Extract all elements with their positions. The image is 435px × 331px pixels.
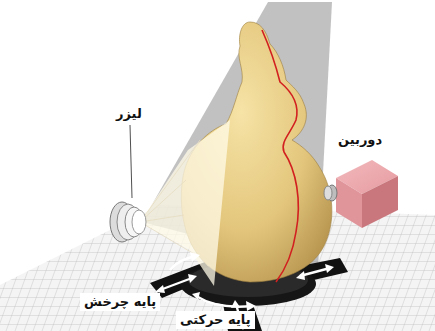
laser-device: [110, 202, 146, 242]
leader-line: [130, 125, 132, 198]
part-label: پایه چرخش: [80, 293, 160, 311]
camera: [324, 160, 398, 228]
fan-lines: [140, 140, 200, 255]
arrow-heads: [155, 252, 334, 330]
laser-line: [262, 30, 298, 282]
part-label: لیزر: [116, 106, 142, 122]
part-label: دوربین: [338, 132, 382, 148]
light-fan: [140, 120, 230, 286]
part-label: پایه حرکتی: [176, 311, 255, 329]
